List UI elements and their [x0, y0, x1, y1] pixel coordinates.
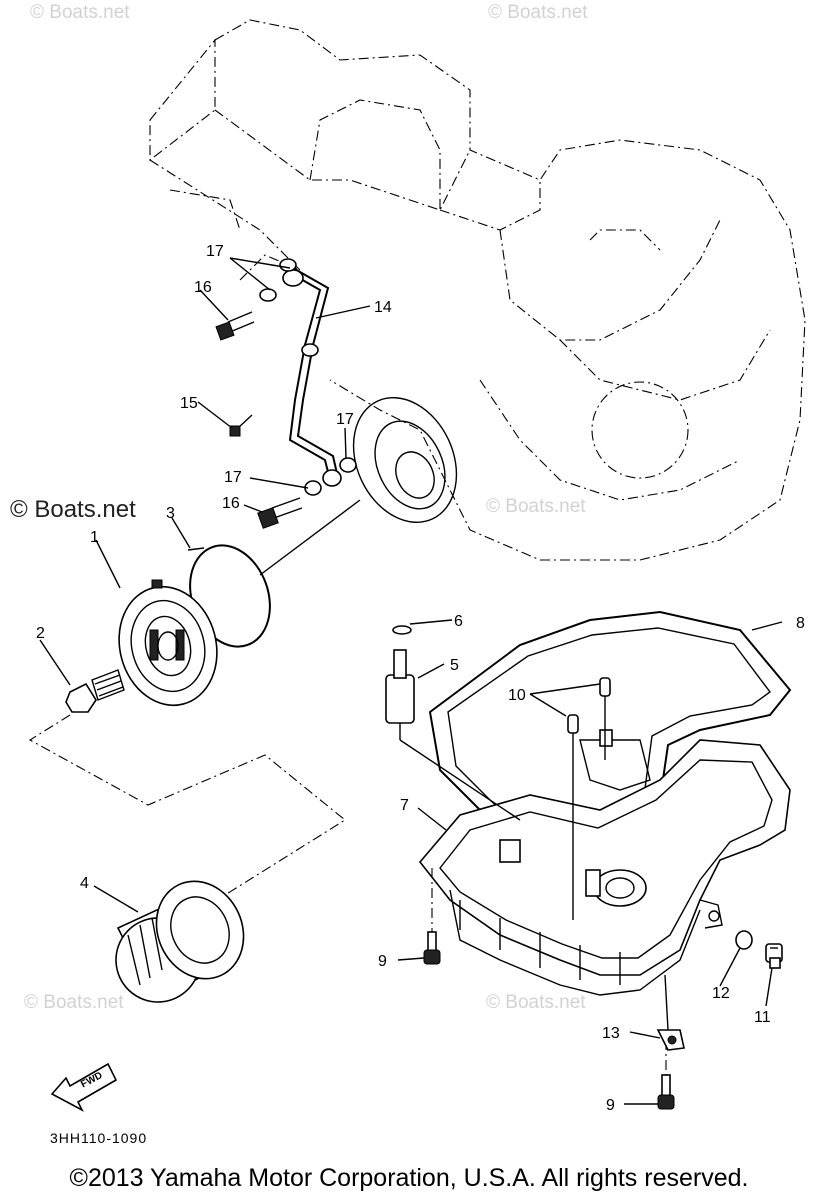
fwd-arrow-icon: FWD [50, 1062, 118, 1112]
oil-pan [418, 739, 791, 996]
oil-delivery-pipe [282, 267, 342, 487]
callout-9-left: 9 [378, 953, 387, 970]
oil-filter-cartridge [115, 880, 245, 1003]
watermark-mid-right: © Boats.net [486, 496, 586, 517]
callout-16-lower: 16 [222, 495, 240, 512]
watermark-bottom-right: © Boats.net [486, 992, 586, 1013]
callout-7: 7 [400, 797, 409, 814]
watermark-bottom-left: © Boats.net [24, 992, 124, 1013]
callout-6: 6 [454, 613, 463, 630]
callout-5: 5 [450, 657, 459, 674]
callout-13: 13 [602, 1025, 620, 1042]
filter-routing-lines [28, 499, 361, 896]
callout-8: 8 [796, 615, 805, 632]
callout-9-bottom: 9 [606, 1097, 615, 1114]
callout-11: 11 [754, 1009, 771, 1026]
engine-outline [149, 19, 806, 561]
callout-10: 10 [508, 687, 526, 704]
union-bolt-upper [215, 311, 255, 341]
callout-17-top: 17 [206, 243, 224, 260]
drain-plug [765, 943, 783, 969]
callout-15: 15 [180, 395, 198, 412]
bolt-15 [229, 414, 253, 437]
copyright-notice: ©2013 Yamaha Motor Corporation, U.S.A. A… [69, 1164, 749, 1192]
callout-4: 4 [80, 875, 89, 892]
callout-2: 2 [36, 625, 45, 642]
oil-strainer [579, 729, 651, 791]
union-bolt-lower [257, 497, 303, 529]
leader-lines [39, 257, 783, 1105]
watermark-top-right: © Boats.net [488, 2, 588, 23]
clamp [656, 974, 685, 1051]
diagram-code: 3HH110-1090 [50, 1130, 148, 1146]
filter-mount-boss [352, 396, 458, 524]
callout-17-lower: 17 [224, 469, 242, 486]
callout-3: 3 [166, 505, 175, 522]
callout-16-top: 16 [194, 279, 212, 296]
drain-gasket [735, 930, 753, 950]
watermark-top-left: © Boats.net [30, 2, 130, 23]
o-ring-6 [392, 625, 412, 635]
callout-14: 14 [374, 299, 392, 316]
oil-cooler [118, 579, 218, 707]
dowel-pins [567, 677, 611, 920]
watermark-mid-left: © Boats.net [10, 496, 136, 523]
bolt-9-left [423, 868, 441, 965]
relief-valve [385, 649, 521, 821]
union-bolt-2 [65, 669, 125, 713]
callout-12: 12 [712, 985, 730, 1002]
callout-1: 1 [90, 529, 99, 546]
callout-17-right: 17 [336, 411, 354, 428]
